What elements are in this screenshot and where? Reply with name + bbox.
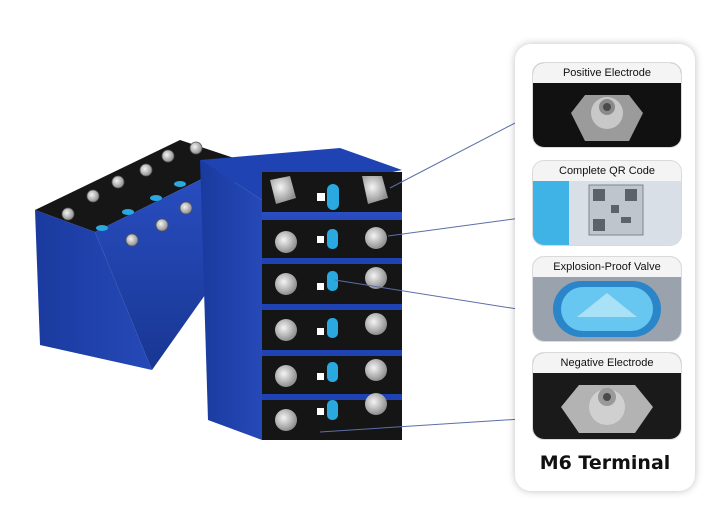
callout-positive-electrode: Positive Electrode — [532, 62, 682, 148]
cell-face-5 — [262, 350, 402, 394]
explosion-proof-valve-image — [533, 257, 681, 341]
back-cell-top — [35, 140, 240, 232]
back-cell-front — [35, 210, 152, 370]
callout-negative-electrode: Negative Electrode — [532, 352, 682, 440]
cell-face-6 — [262, 393, 402, 440]
back-valves — [96, 181, 186, 231]
terminal-label: M6 Terminal — [539, 452, 671, 474]
callout-explosion-proof-valve: Explosion-Proof Valve — [532, 256, 682, 342]
callout-qr-code: Complete QR Code — [532, 160, 682, 246]
callout-label: Complete QR Code — [533, 161, 681, 181]
callout-label: Explosion-Proof Valve — [533, 257, 681, 277]
back-cell-cluster — [35, 140, 240, 370]
cell-face-4 — [262, 304, 402, 350]
callout-label: Positive Electrode — [533, 63, 681, 83]
cell-face-2 — [262, 212, 402, 262]
callout-label: Negative Electrode — [533, 353, 681, 373]
stack-side — [200, 160, 262, 440]
cell-faces — [262, 172, 402, 440]
cell-face-3 — [262, 258, 402, 304]
